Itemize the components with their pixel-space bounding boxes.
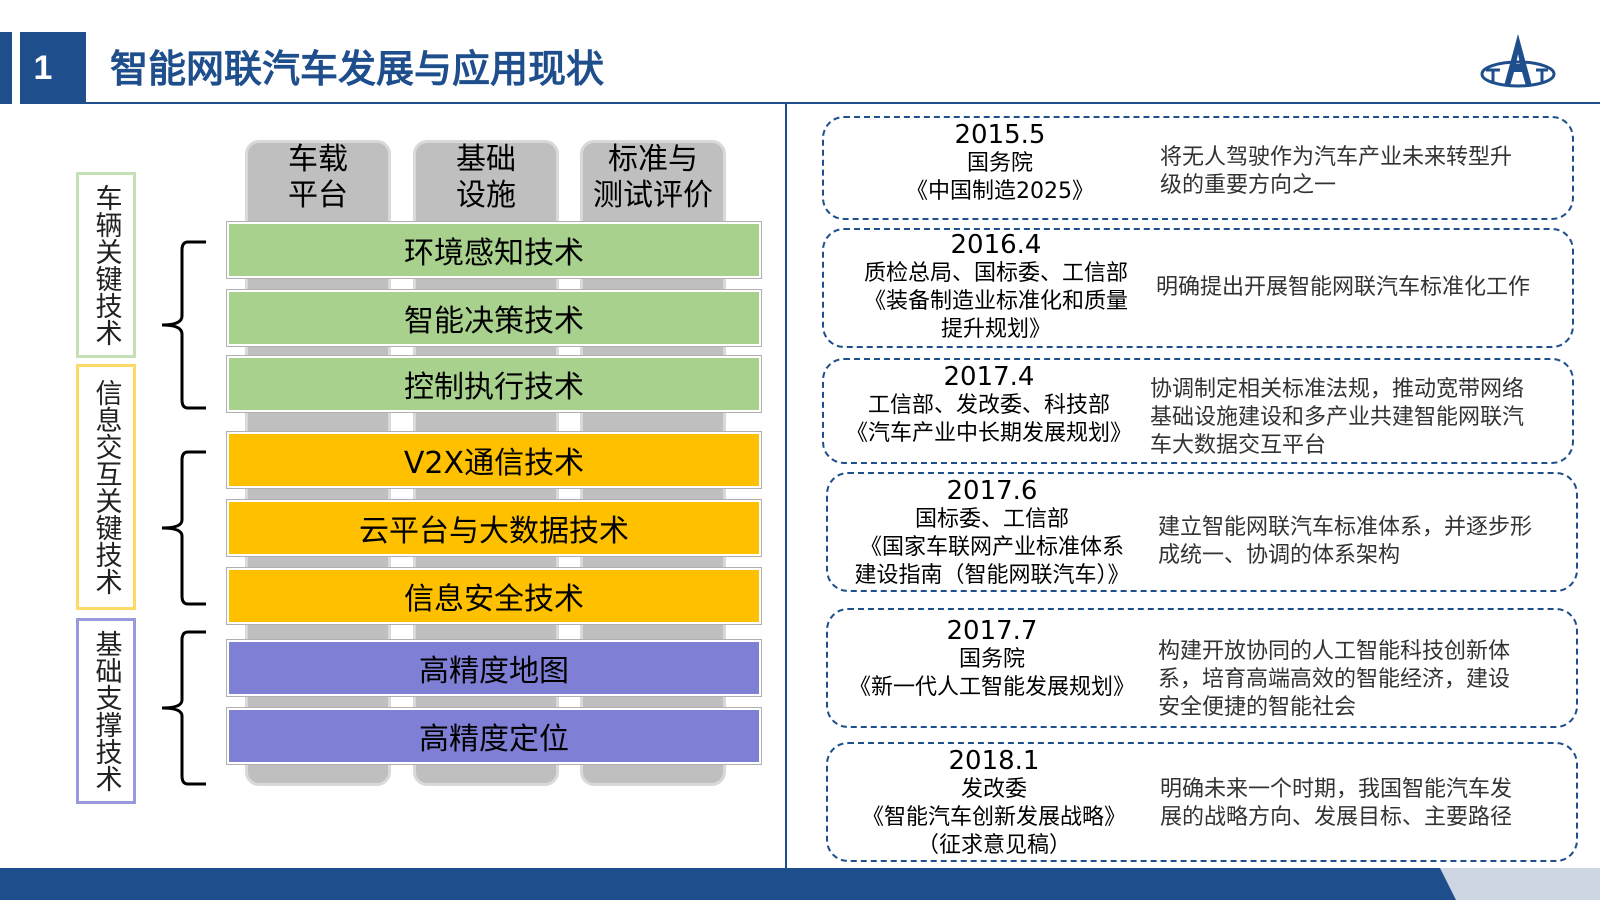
- policy-description-line: 级的重要方向之一: [1160, 173, 1337, 198]
- policy-description-line: 车大数据交互平台: [1150, 433, 1327, 458]
- policy-description-line: 明确未来一个时期，我国智能汽车发: [1160, 777, 1513, 802]
- tech-bar-intelligent-decision: 智能决策技术: [227, 290, 761, 346]
- tech-bar-information-security: 信息安全技术: [227, 568, 761, 624]
- panel-divider: [785, 104, 787, 870]
- policy-card-left: 2015.5 国务院 《中国制造2025》: [840, 120, 1160, 206]
- tech-bar-cloud-bigdata: 云平台与大数据技术: [227, 500, 761, 556]
- pillar-label-line: 车载: [288, 142, 348, 177]
- policy-description-line: 基础设施建设和多产业共建智能网联汽: [1150, 405, 1525, 430]
- pillar-label-line: 设施: [456, 178, 516, 213]
- policy-issuer: 发改委: [960, 777, 1027, 802]
- policy-year: 2017.6: [946, 476, 1038, 506]
- group-label-basic-support-tech: 基础支撑技术: [76, 618, 136, 804]
- policy-document: （征求意见稿）: [916, 833, 1071, 858]
- policy-document: 《新一代人工智能发展规划》: [848, 675, 1135, 700]
- policy-card-left: 2017.4 工信部、发改委、科技部 《汽车产业中长期发展规划》: [826, 362, 1152, 448]
- policy-description: 明确提出开展智能网联汽车标准化工作: [1156, 274, 1576, 302]
- tech-bar-hd-map: 高精度地图: [227, 640, 761, 696]
- pillar-label-line: 标准与: [608, 142, 698, 177]
- policy-document: 《装备制造业标准化和质量: [863, 289, 1128, 314]
- tech-bar-environment-perception: 环境感知技术: [227, 222, 761, 278]
- policy-issuer: 工信部、发改委、科技部: [867, 393, 1110, 418]
- policy-description-line: 成统一、协调的体系架构: [1158, 543, 1401, 568]
- policy-card-2017-6: [826, 472, 1578, 592]
- policy-year: 2018.1: [948, 746, 1040, 776]
- group-label-info-interaction-tech: 信息交互关键技术: [76, 364, 136, 610]
- tech-bar-v2x-communication: V2X通信技术: [227, 432, 761, 488]
- policy-card-left: 2016.4 质检总局、国标委、工信部 《装备制造业标准化和质量 提升规划》: [836, 230, 1156, 344]
- group-label-vehicle-tech: 车辆关键技术: [76, 172, 136, 358]
- policy-year: 2016.4: [950, 230, 1042, 260]
- page-title: 智能网联汽车发展与应用现状: [110, 47, 605, 91]
- brace-basic-support-tech: [161, 630, 206, 786]
- pillar-label-infrastructure: 基础 设施: [413, 142, 559, 222]
- pillar-label-line: 测试评价: [593, 178, 713, 213]
- policy-description: 构建开放协同的人工智能科技创新体 系，培育高端高效的智能经济，建设 安全便捷的智…: [1158, 638, 1578, 722]
- footer-accent: [1440, 868, 1600, 900]
- policy-card-left: 2018.1 发改委 《智能汽车创新发展战略》 （征求意见稿）: [834, 746, 1154, 860]
- policy-description-line: 展的战略方向、发展目标、主要路径: [1160, 805, 1513, 830]
- brace-vehicle-tech: [161, 240, 206, 410]
- pillar-label-line: 平台: [288, 178, 348, 213]
- policy-description: 建立智能网联汽车标准体系，并逐步形 成统一、协调的体系架构: [1158, 514, 1578, 570]
- brace-info-interaction-tech: [161, 450, 206, 606]
- tech-bar-control-execution: 控制执行技术: [227, 356, 761, 412]
- header-divider: [86, 102, 1600, 104]
- pillar-label-vehicle-platform: 车载 平台: [245, 142, 391, 222]
- policy-document: 《智能汽车创新发展战略》: [861, 805, 1126, 830]
- policy-card-left: 2017.7 国务院 《新一代人工智能发展规划》: [832, 616, 1152, 702]
- pillar-label-line: 基础: [456, 142, 516, 177]
- policy-description-line: 构建开放协同的人工智能科技创新体: [1158, 639, 1511, 664]
- policy-description-line: 系，培育高端高效的智能经济，建设: [1158, 667, 1511, 692]
- policy-document: 《中国制造2025》: [906, 179, 1094, 204]
- policy-issuer: 质检总局、国标委、工信部: [863, 261, 1128, 286]
- policy-year: 2017.7: [946, 616, 1038, 646]
- policy-card-2016-4: [822, 228, 1574, 348]
- policy-description-line: 明确提出开展智能网联汽车标准化工作: [1156, 275, 1531, 300]
- policy-year: 2017.4: [943, 362, 1035, 392]
- policy-description: 协调制定相关标准法规，推动宽带网络 基础设施建设和多产业共建智能网联汽 车大数据…: [1150, 376, 1570, 460]
- policy-document: 建设指南（智能网联汽车）》: [854, 563, 1130, 588]
- policy-card-2015-5: [822, 116, 1574, 220]
- policy-description-line: 建立智能网联汽车标准体系，并逐步形: [1158, 515, 1533, 540]
- footer-bar: [0, 868, 1600, 900]
- tech-bar-hd-positioning: 高精度定位: [227, 708, 761, 764]
- policy-document: 提升规划》: [940, 317, 1051, 342]
- policy-card-2017-4: [822, 358, 1574, 464]
- policy-description-line: 安全便捷的智能社会: [1158, 695, 1357, 720]
- policy-issuer: 国务院: [958, 647, 1025, 672]
- pillar-label-standards-testing: 标准与 测试评价: [580, 142, 726, 222]
- organization-logo-icon: [1480, 34, 1556, 88]
- policy-card-2018-1: [826, 742, 1578, 862]
- policy-card-2017-7: [826, 608, 1578, 728]
- policy-issuer: 国标委、工信部: [914, 507, 1069, 532]
- policy-description: 将无人驾驶作为汽车产业未来转型升 级的重要方向之一: [1160, 144, 1570, 200]
- policy-issuer: 国务院: [966, 151, 1033, 176]
- policy-description-line: 将无人驾驶作为汽车产业未来转型升: [1160, 145, 1513, 170]
- policy-description-line: 协调制定相关标准法规，推动宽带网络: [1150, 377, 1525, 402]
- policy-description: 明确未来一个时期，我国智能汽车发 展的战略方向、发展目标、主要路径: [1160, 776, 1580, 832]
- policy-document: 《国家车联网产业标准体系: [859, 535, 1124, 560]
- policy-card-left: 2017.6 国标委、工信部 《国家车联网产业标准体系 建设指南（智能网联汽车）…: [832, 476, 1152, 590]
- policy-year: 2015.5: [954, 120, 1046, 150]
- section-number-stripe: [12, 32, 20, 104]
- policy-document: 《汽车产业中长期发展规划》: [845, 421, 1132, 446]
